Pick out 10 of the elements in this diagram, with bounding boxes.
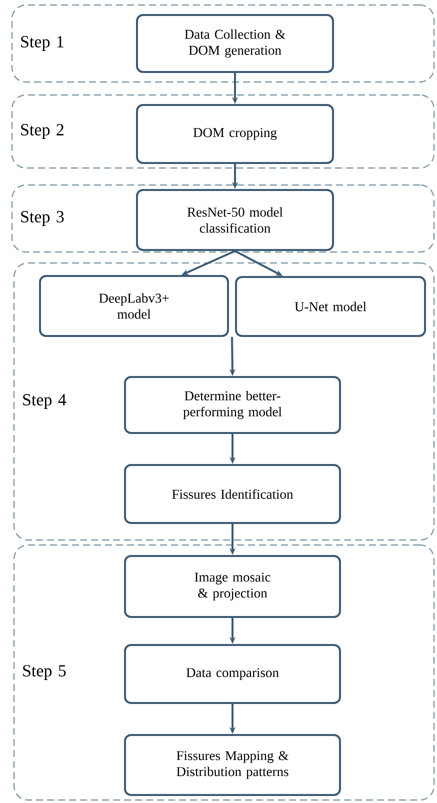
- process-box: DeepLabv3+ model: [39, 275, 229, 337]
- process-box: Determine better-performing model: [124, 376, 341, 434]
- process-box: ResNet-50 model classification: [136, 189, 334, 251]
- process-box: DOM cropping: [136, 104, 334, 164]
- process-box: Fissures Mapping & Distribution patterns: [124, 734, 341, 796]
- process-box: U-Net model: [235, 276, 426, 337]
- process-box: Image mosaic & projection: [124, 555, 341, 618]
- process-box: Fissures Identification: [124, 464, 341, 524]
- process-box: Data Collection & DOM generation: [136, 14, 334, 73]
- process-box: Data comparison: [124, 644, 341, 704]
